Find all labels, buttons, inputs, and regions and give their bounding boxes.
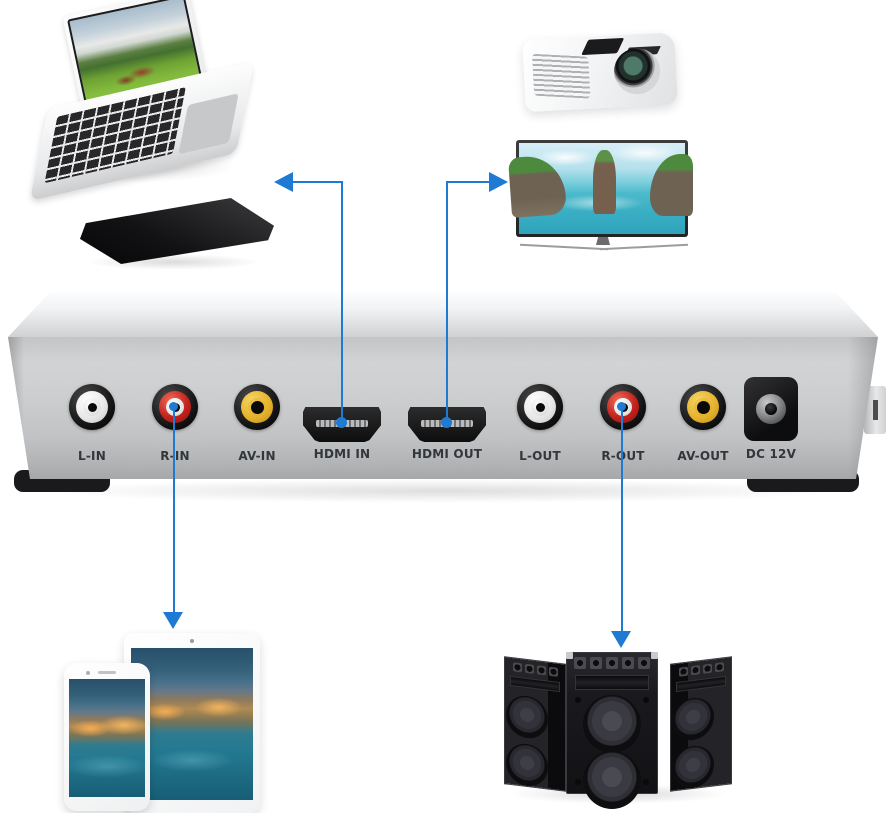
- speaker-woofer: [671, 743, 714, 791]
- port-label-av-out: AV-OUT: [677, 449, 729, 463]
- connector-line-hdmi-out: [446, 181, 448, 424]
- speaker-tweeter-slot: [575, 675, 649, 690]
- port-av-in: AV-IN: [209, 384, 305, 462]
- tv-stand-leg-right: [600, 243, 688, 251]
- port-label-av-in: AV-IN: [238, 449, 276, 463]
- tv-scene-cliff-right: [650, 153, 693, 216]
- speaker-woofer: [671, 695, 714, 743]
- speaker-bolt: [575, 779, 581, 785]
- connector-line-r-in: [173, 407, 175, 615]
- phone-camera-dot: [86, 671, 91, 675]
- projector-grille: [531, 53, 591, 99]
- converter-top-face: [8, 292, 878, 337]
- arrow-down-left-icon: [163, 612, 183, 629]
- dc-power-connector: [744, 377, 798, 441]
- port-av-out: AV-OUT: [655, 384, 751, 462]
- tablet-screen-image: [131, 648, 253, 800]
- speaker-corner-cap: [566, 652, 573, 659]
- arrow-right-icon: [489, 172, 508, 192]
- speaker-connector-row: [572, 657, 653, 670]
- connector-line-hdmi-in-horizontal: [292, 181, 343, 183]
- arrow-left-icon: [274, 172, 293, 192]
- speaker-woofer: [583, 751, 641, 809]
- speaker-corner-cap: [651, 652, 658, 659]
- port-dc-12v: DC 12V: [723, 377, 819, 460]
- side-tab-slot: [873, 400, 878, 420]
- phone-screen-image: [69, 679, 145, 797]
- speakers-illustration: [502, 646, 734, 809]
- rca-white-connector: [517, 384, 563, 430]
- port-label-dc-12v: DC 12V: [745, 447, 797, 461]
- speaker-bolt: [575, 697, 581, 703]
- tv-stand-neck: [596, 237, 610, 245]
- speaker-right: [670, 656, 732, 792]
- tablet-camera-dot: [190, 639, 194, 643]
- speaker-bolt: [643, 697, 649, 703]
- rca-white-connector: [69, 384, 115, 430]
- hdmi-in-dot: [336, 417, 347, 428]
- speaker-woofer: [505, 693, 548, 741]
- connector-line-r-out: [621, 407, 623, 633]
- speaker-left: [504, 656, 566, 792]
- converter-shadow: [30, 479, 852, 503]
- connector-line-hdmi-out-horizontal: [447, 181, 490, 183]
- port-l-in: L-IN: [44, 384, 140, 462]
- tv-illustration: [507, 137, 694, 253]
- rca-yellow-connector: [234, 384, 280, 430]
- port-label-l-out: L-OUT: [519, 449, 561, 463]
- tv-scene-cliff-center: [593, 149, 616, 214]
- rca-red-connector: [152, 384, 198, 430]
- port-label-hdmi-in: HDMI IN: [313, 447, 371, 461]
- speaker-center: [566, 652, 658, 809]
- connector-line-hdmi-in: [341, 181, 343, 424]
- converter-side-tab: [864, 386, 886, 434]
- speaker-bolt: [643, 779, 649, 785]
- r-out-dot: [617, 402, 626, 411]
- r-in-dot: [169, 402, 178, 411]
- tv-scene-cliff-left: [507, 153, 568, 218]
- projector-body: [522, 32, 678, 113]
- laptop-illustration: [12, 0, 270, 202]
- smartphone-illustration: [64, 663, 150, 811]
- arrow-down-right-icon: [611, 631, 631, 648]
- port-label-l-in: L-IN: [78, 449, 106, 463]
- tv-screen-image: [507, 143, 693, 234]
- port-r-in: R-IN: [127, 384, 223, 462]
- laptop-keyboard: [44, 86, 186, 184]
- port-label-hdmi-out: HDMI OUT: [411, 447, 483, 461]
- port-l-out: L-OUT: [492, 384, 588, 462]
- projector-top-vent: [581, 37, 625, 56]
- projector-illustration: [516, 20, 691, 123]
- laptop-trackpad: [178, 93, 239, 155]
- tv-bezel: [507, 140, 693, 237]
- speaker-woofer: [583, 695, 641, 753]
- hdmi-out-dot: [441, 417, 452, 428]
- speaker-woofer: [505, 741, 548, 789]
- rca-yellow-connector: [680, 384, 726, 430]
- phone-earpiece: [98, 671, 116, 674]
- tv-stand-leg-left: [520, 243, 608, 251]
